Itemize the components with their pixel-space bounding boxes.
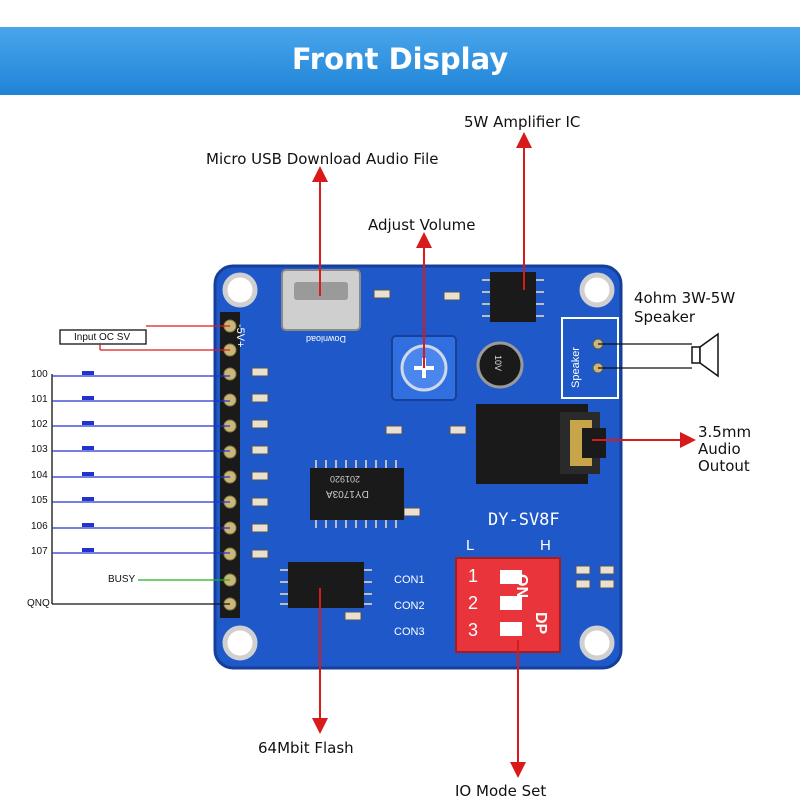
con3-label: CON3	[394, 626, 425, 638]
jack-label-line3: Outout	[698, 457, 750, 475]
decoder-chip	[310, 468, 404, 520]
amplifier-chip	[490, 272, 536, 322]
power-pin-silk: -5V+	[234, 324, 246, 348]
io-mode-label: IO Mode Set	[455, 782, 547, 800]
download-silk: Download	[306, 334, 347, 344]
pin-header	[220, 312, 240, 618]
io-label-5: 105	[31, 495, 48, 506]
capacitor-label: 10V	[493, 354, 504, 372]
chip-code: 201920	[330, 474, 361, 484]
dip-number-2: 2	[468, 593, 479, 613]
board-model: DY-SV8F	[488, 510, 560, 530]
io-label-3: 103	[31, 444, 48, 455]
dip-dp-label: DP	[532, 612, 549, 635]
con1-label: CON1	[394, 574, 425, 586]
dip-number-1: 1	[468, 566, 479, 586]
title-banner	[0, 27, 800, 95]
capacitor	[476, 341, 524, 389]
io-label-4: 104	[31, 470, 48, 481]
jack-label-line1: 3.5mm	[698, 423, 752, 441]
dip-l-label: L	[466, 537, 475, 554]
io-label-0: 100	[31, 369, 48, 380]
jack-label-line2: Audio	[698, 440, 741, 458]
dip-h-label: H	[540, 537, 551, 554]
mounting-holes	[222, 272, 615, 661]
gnd-label: QNQ	[27, 598, 50, 609]
dip-number-3: 3	[468, 620, 479, 640]
page-title: Front Display	[291, 42, 509, 76]
speaker-icon	[691, 332, 719, 378]
flash-label: 64Mbit Flash	[258, 739, 354, 757]
con2-label: CON2	[394, 600, 425, 612]
io-label-2: 102	[31, 419, 48, 430]
callout-arrows	[312, 132, 696, 778]
push-buttons	[82, 371, 94, 552]
io-label-6: 106	[31, 521, 48, 532]
io-label-7: 107	[31, 546, 48, 557]
speaker-label-line2: Speaker	[634, 308, 696, 326]
left-wiring	[51, 325, 230, 605]
speaker-terminal	[561, 317, 619, 399]
speaker-silk: Speaker	[570, 347, 582, 388]
chip-label: DY1703A	[326, 488, 369, 499]
dip-on-label: ON	[513, 574, 530, 598]
flash-chip	[288, 562, 364, 608]
power-input-label: Input OC SV	[74, 332, 131, 343]
volume-label: Adjust Volume	[368, 216, 476, 234]
busy-label: BUSY	[108, 574, 136, 585]
usb-label: Micro USB Download Audio File	[206, 150, 439, 168]
amplifier-label: 5W Amplifier IC	[464, 113, 581, 131]
io-label-1: 101	[31, 394, 48, 405]
speaker-label-line1: 4ohm 3W-5W	[634, 289, 736, 307]
